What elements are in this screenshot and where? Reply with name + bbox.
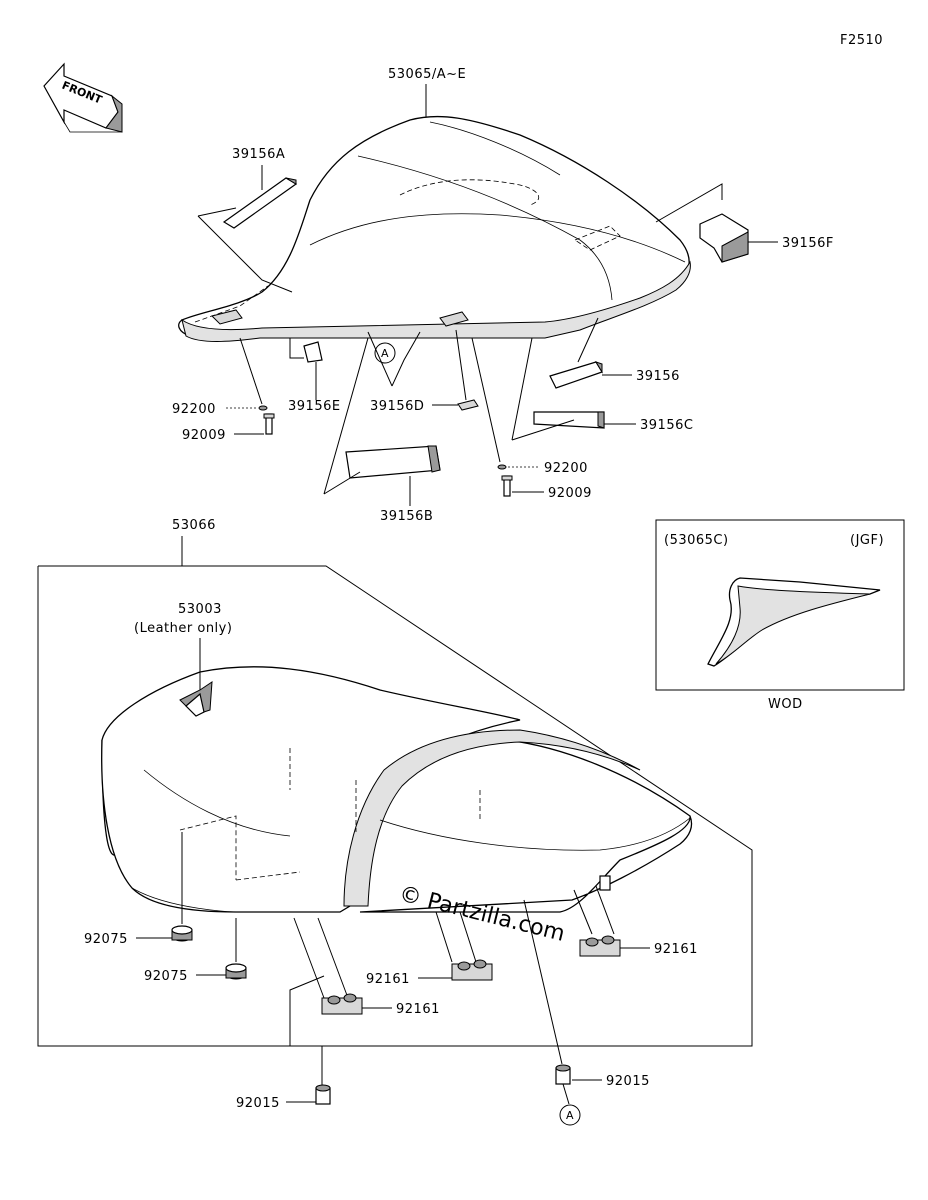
inset-53065C: (53065C) (JGF) WOD (655, 519, 905, 712)
damper-92075-2: 92075 (144, 918, 247, 984)
callout-53066: 53066 (172, 518, 216, 533)
inset-caption: WOD (768, 697, 803, 712)
watermark: © Partzilla.com (397, 882, 568, 947)
ref-a-bottom: A (559, 1104, 581, 1126)
callout-39156F: 39156F (782, 236, 834, 251)
fastener-right: 92200 92009 (471, 337, 592, 501)
ref-a-top: A (367, 331, 421, 387)
damper-92075-1: 92075 (84, 832, 193, 947)
callout-39156B: 39156B (380, 509, 433, 524)
callout-53003-note: (Leather only) (134, 621, 232, 636)
inset-part-label: (53065C) (664, 533, 729, 548)
callout-92075-1: 92075 (84, 932, 128, 947)
pad-39156F: 39156F (655, 183, 834, 263)
callout-92161-3: 92161 (654, 942, 698, 957)
pad-39156B: 39156B (323, 337, 441, 524)
pad-39156A: 39156A (197, 147, 298, 293)
pad-39156D: 39156D (370, 329, 479, 414)
fastener-left: 92200 92009 (172, 337, 275, 443)
front-arrow-icon: FRONT (43, 62, 123, 133)
pad-39156C: 39156C (511, 337, 693, 441)
collar-92015-left: 92015 (236, 975, 331, 1111)
callout-92161-1: 92161 (396, 1002, 440, 1017)
callout-39156D: 39156D (370, 399, 424, 414)
callout-53065: 53065/A~E (388, 67, 466, 82)
seat-assy-53066: 53066 (37, 518, 753, 1047)
callout-92161-2: 92161 (366, 972, 410, 987)
callout-92015-left: 92015 (236, 1096, 280, 1111)
collar-92015-right: 92015 (523, 899, 650, 1105)
callout-39156A: 39156A (232, 147, 285, 162)
seat-cover-top: 53065/A~E (178, 67, 691, 342)
callout-39156E: 39156E (288, 399, 341, 414)
pad-39156E: 39156E (288, 338, 341, 414)
callout-92200-left: 92200 (172, 402, 216, 417)
callout-92075-2: 92075 (144, 969, 188, 984)
ref-a-bottom-label: A (566, 1109, 574, 1122)
callout-92200-right: 92200 (544, 461, 588, 476)
callout-39156C: 39156C (640, 418, 693, 433)
callout-92009-right: 92009 (548, 486, 592, 501)
bracket-92161-3: 92161 (573, 875, 698, 957)
callout-39156: 39156 (636, 369, 680, 384)
bracket-92161-2: 92161 (366, 911, 493, 987)
callout-92015-right: 92015 (606, 1074, 650, 1089)
figure-code: F2510 (840, 33, 883, 48)
pad-39156: 39156 (549, 317, 680, 389)
bracket-92161-1: 92161 (293, 917, 440, 1017)
ref-a-top-label: A (381, 347, 389, 360)
inset-region-label: (JGF) (850, 533, 884, 548)
callout-53003: 53003 (178, 602, 222, 617)
emblem-53003: 53003 (Leather only) (134, 602, 232, 690)
callout-92009-left: 92009 (182, 428, 226, 443)
